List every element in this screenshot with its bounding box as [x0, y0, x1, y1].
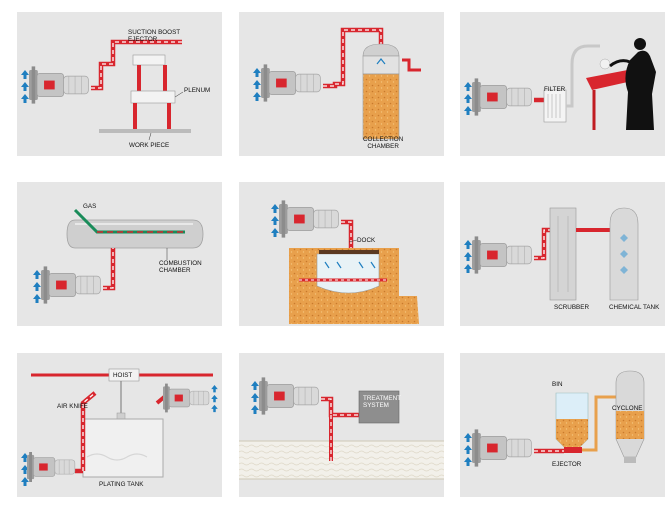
diagram-scrubber [464, 207, 639, 301]
panel-plating-tank: HOIST AIR KNIFE PLATING TANK [17, 353, 222, 497]
worker-figure [625, 50, 656, 130]
diagram-collection-chamber [253, 27, 421, 140]
blower-unit [29, 66, 89, 104]
airflow-arrows [464, 433, 472, 466]
label-work-piece: WORK PIECE [129, 142, 170, 149]
air-pipe [534, 227, 550, 261]
label-cyclone: CYCLONE [612, 405, 643, 412]
airflow-arrows [211, 385, 218, 413]
label-air-knife: AIR KNIFE [57, 403, 88, 410]
label-bin: BIN [552, 381, 563, 388]
label-gas: GAS [83, 203, 97, 210]
label-dock: DOCK [357, 237, 376, 244]
label-treatment-system: TREATMENT SYSTEM [363, 395, 402, 409]
blower-unit [279, 200, 339, 238]
airflow-arrows [253, 68, 261, 101]
blower-unit [472, 78, 532, 116]
label-scrubber: SCRUBBER [554, 304, 589, 311]
dock-deck [319, 250, 379, 254]
plenum-box [130, 90, 176, 104]
air-pipe [321, 396, 365, 418]
blower-unit [27, 451, 76, 483]
airflow-arrows [464, 82, 472, 115]
blower-unit [163, 383, 210, 413]
airflow-arrows [251, 381, 259, 414]
ejector-box [132, 54, 166, 66]
diagram-filter [464, 38, 656, 130]
panel-scrubber: SCRUBBER CHEMICAL TANK [460, 182, 665, 326]
airflow-arrows [271, 204, 279, 237]
hoist-box [108, 368, 140, 382]
chamber-dome [362, 43, 400, 57]
work-piece [99, 129, 191, 133]
label-suction-boost-ejector: SUCTION BOOST EJECTOR [128, 29, 181, 43]
collection-chamber [362, 73, 400, 140]
diagram-plating-tank [21, 368, 218, 486]
combustion-chamber [66, 219, 204, 249]
dock-basin [316, 253, 380, 294]
label-collection-chamber: COLLECTION CHAMBER [363, 136, 404, 150]
panel-dock: DOCK [239, 182, 444, 326]
blower-unit [472, 236, 532, 274]
treatment-system [358, 390, 400, 424]
scrubber-tower [549, 207, 577, 301]
diagram-bin-cyclone [464, 370, 645, 467]
label-plating-tank: PLATING TANK [99, 481, 144, 488]
diagram-dock [271, 200, 419, 324]
suction-hose [566, 44, 600, 108]
panel-filter: FILTER [460, 12, 665, 156]
filter-box [543, 89, 567, 123]
label-plenum: PLENUM [184, 87, 211, 94]
air-pipe [103, 248, 116, 291]
label-filter: FILTER [544, 86, 566, 93]
airflow-arrows [464, 240, 472, 273]
panel-combustion-chamber: GAS COMBUSTION CHAMBER [17, 182, 222, 326]
diagram-treatment-system [239, 377, 444, 480]
panel-treatment-system: TREATMENT SYSTEM [239, 353, 444, 497]
plating-tank [82, 418, 164, 478]
panel-collection-chamber: COLLECTION CHAMBER [239, 12, 444, 156]
label-combustion-chamber: COMBUSTION CHAMBER [159, 260, 202, 274]
diagram-combustion-chamber [33, 208, 204, 304]
label-chemical-tank: CHEMICAL TANK [609, 304, 660, 311]
water-pipe [239, 441, 444, 479]
ejector [564, 447, 582, 453]
diagram-suction-boost-ejector [21, 39, 191, 141]
blower-unit [472, 429, 532, 467]
blower-unit [261, 64, 321, 102]
panel-bin-cyclone: BIN CYCLONE EJECTOR [460, 353, 665, 497]
airflow-arrows [21, 70, 29, 103]
label-hoist: HOIST [113, 372, 133, 379]
blower-unit [259, 377, 319, 415]
airflow-arrows [33, 270, 41, 303]
panel-suction-boost-ejector: SUCTION BOOST EJECTOR PLENUM WORK PIECE [17, 12, 222, 156]
label-ejector: EJECTOR [552, 461, 582, 468]
blower-unit [41, 266, 101, 304]
